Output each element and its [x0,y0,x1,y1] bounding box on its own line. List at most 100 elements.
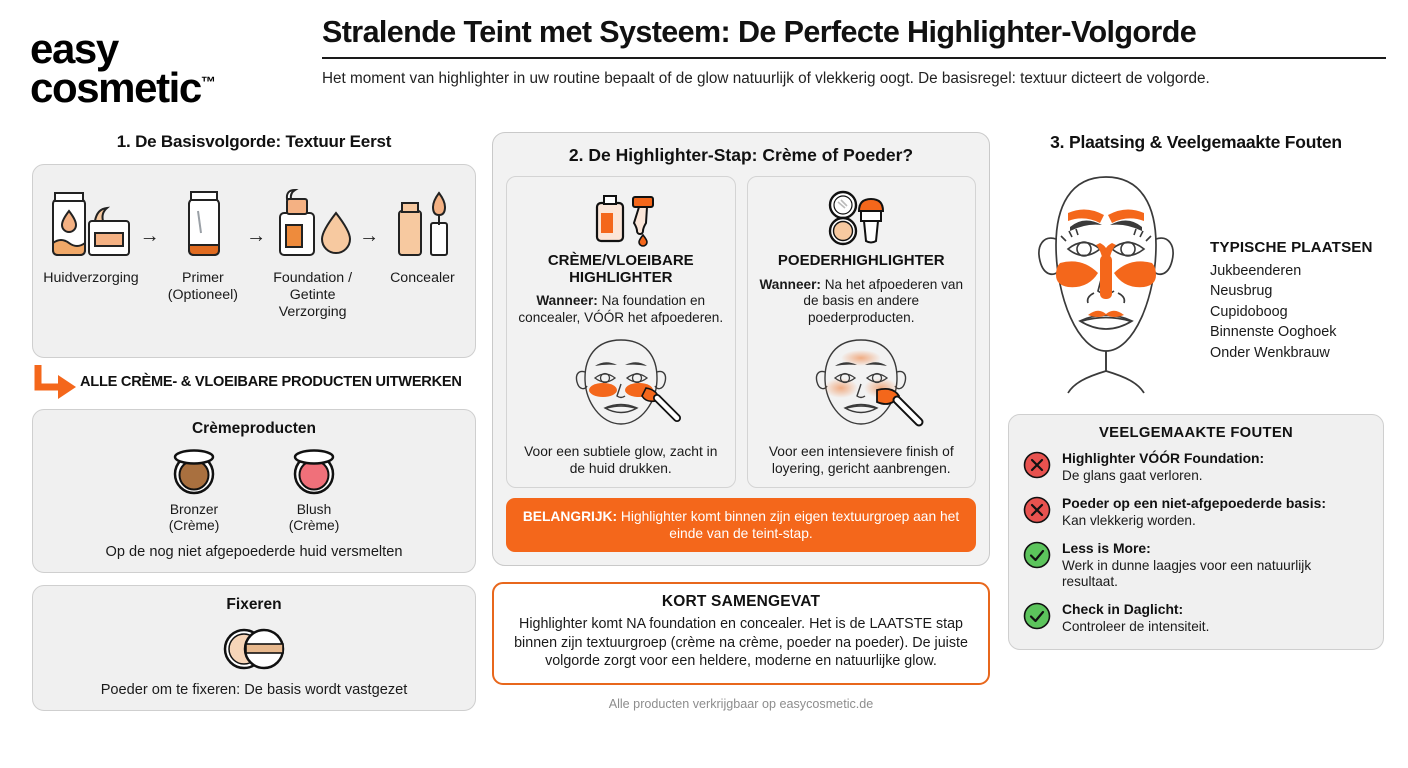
title-divider [322,56,1386,59]
typische-plaatsen: TYPISCHE PLAATSEN Jukbeenderen Neusbrug … [1210,165,1373,363]
mistake-item: Less is More: Werk in dunne laagjes voor… [1023,540,1369,590]
poeder-highlighter-caption: Voor een intensievere finish of loyering… [768,444,954,477]
creme-title-l1: CRÈME/VLOEIBARE [547,252,694,269]
primer-label-l1: Primer [182,270,224,286]
poeder-title-l1: POEDERHIGHLIGHTER [777,252,945,269]
mistake-head: Less is More: [1062,540,1151,556]
column1-heading: 1. De Basisvolgorde: Textuur Eerst [116,132,392,151]
flow-step-primer-label: Primer(Optioneel) [168,270,238,304]
creme-title-l2: HIGHLIGHTER [569,268,673,286]
cremeproducten-title: Crèmeproducten [191,420,317,437]
column2-heading: 2. De Highlighter-Stap: Crème of Poeder? [568,145,914,165]
brand-line-2: cosmetic™ [30,66,216,108]
mistake-text: Highlighter VÓÓR Foundation: De glans ga… [1062,450,1369,484]
fixeren-note: Poeder om te fixeren: De basis wordt vas… [100,681,408,698]
mistake-text: Poeder op een niet-afgepoederde basis: K… [1062,495,1369,529]
poeder-highlighter-title: POEDERHIGHLIGHTER [757,252,967,270]
cremeproducten-list: Bronzer(Crème) Blush(Crème) [45,444,463,534]
brand-logo: easy cosmetic™ [30,16,300,108]
brush-icon [640,387,681,423]
flow-step-skincare: Huidverzorging [43,179,139,287]
foundation-bottle-sponge-icon [268,179,358,261]
foundation-label-l2: Getinte [289,286,336,303]
mistake-desc: Controleer de intensiteit. [1062,619,1210,634]
page-title: Stralende Teint met Systeem: De Perfecte… [322,15,1197,49]
flow-arrow-2: → [246,225,267,247]
flow-step-concealer: Concealer [380,179,465,287]
belangrijk-text: Highlighter komt binnen zijn eigen textu… [617,508,960,541]
cremeproducten-card: Crèmeproducten Bronzer(Crème) [32,409,476,573]
placement-row: TYPISCHE PLAATSEN Jukbeenderen Neusbrug … [1008,165,1384,402]
bronzer-pot-icon [173,449,215,495]
uitwerken-callout-text: ALLE CRÈME- & VLOEIBARE PRODUCTEN UITWER… [80,374,462,390]
columns-container: 1. De Basisvolgorde: Textuur Eerst [0,132,1408,744]
product-blush-label: Blush(Crème) [289,502,340,534]
dropper-bottle-icon [516,187,726,249]
creme-when-label: Wanneer: [536,293,598,308]
product-bronzer: Bronzer(Crème) [166,444,222,534]
cremeproducten-note: Op de nog niet afgepoederde huid versmel… [105,543,403,560]
column-plaatsing-fouten: 3. Plaatsing & Veelgemaakte Fouten [994,132,1390,744]
bronzer-type: (Crème) [168,517,220,533]
mistake-item: Highlighter VÓÓR Foundation: De glans ga… [1023,450,1369,484]
kort-samengevat-title: KORT SAMENGEVAT [661,593,821,611]
typische-plaatsen-title: TYPISCHE PLAATSEN [1210,239,1373,256]
uitwerken-callout: ALLE CRÈME- & VLOEIBARE PRODUCTEN UITWER… [32,365,476,399]
face-powder-highlighter-brush-icon [757,332,967,436]
kort-samengevat-box: KORT SAMENGEVAT Highlighter komt NA foun… [492,582,990,685]
footer-note: Alle producten verkrijgbaar op easycosme… [608,696,874,711]
page-subtitle: Het moment van highlighter in uw routine… [322,69,1210,87]
header-text-block: Stralende Teint met Systeem: De Perfecte… [300,16,1386,88]
powder-compact-icon [45,626,463,672]
check-icon [1023,541,1051,569]
flow-step-skincare-label: Huidverzorging [43,270,139,286]
mistake-head: Highlighter VÓÓR Foundation: [1062,450,1265,466]
veelgemaakte-fouten-card: VEELGEMAAKTE FOUTEN Highlighter VÓÓR Fou… [1008,414,1384,651]
place-item: Neusbrug [1210,283,1273,300]
column-basisvolgorde: 1. De Basisvolgorde: Textuur Eerst [18,132,488,744]
foundation-label-l1: Foundation / [273,270,353,286]
fixeren-card: Fixeren Poeder om te fixeren: De basis w… [32,584,476,711]
elbow-arrow-icon [34,365,76,399]
flow-step-concealer-label: Concealer [390,270,455,286]
typische-plaatsen-list: Jukbeenderen Neusbrug Cupidoboog Binnens… [1210,261,1373,363]
product-bronzer-label: Bronzer(Crème) [169,502,220,534]
mistake-head: Poeder op een niet-afgepoederde basis: [1062,495,1326,511]
routine-flow: Huidverzorging → Primer(Option [43,179,465,320]
mistake-desc: Kan vlekkerig worden. [1062,512,1196,528]
column-highlighter-stap: 2. De Highlighter-Stap: Crème of Poeder? [488,132,994,744]
check-icon [1023,603,1051,630]
mistake-item: Poeder op een niet-afgepoederde basis: K… [1023,495,1369,529]
creme-highlighter-when: Wanneer: Na foundation en concealer, VÓÓ… [516,293,726,326]
mistake-text: Less is More: Werk in dunne laagjes voor… [1062,540,1369,590]
flow-step-primer: Primer(Optioneel) [160,179,245,304]
mistake-head: Check in Daglicht: [1062,601,1184,618]
face-cream-highlighter-brush-icon [516,332,726,436]
belangrijk-label: BELANGRIJK: [522,508,618,524]
kort-samengevat-body: Highlighter komt NA foundation en concea… [514,616,968,670]
face-highlight-zones-icon [1008,165,1204,402]
poeder-highlighter-card: POEDERHIGHLIGHTER Wanneer: Na het afpoed… [746,176,976,488]
highlighter-step-panel: 2. De Highlighter-Stap: Crème of Poeder? [492,132,990,567]
brush-icon [876,388,924,427]
header: easy cosmetic™ Stralende Teint met Syste… [0,0,1408,132]
primer-label-l2: (Optioneel) [167,286,238,303]
cross-icon [1023,496,1051,524]
cross-icon [1023,451,1051,479]
creme-when-text: Na foundation en concealer, VÓÓR het afp… [518,293,724,325]
place-item: Binnenste Ooghoek [1210,324,1337,341]
mistake-text: Check in Daglicht: Controleer de intensi… [1062,601,1369,635]
belangrijk-banner: BELANGRIJK: Highlighter komt binnen zijn… [506,497,976,553]
place-item: Cupidoboog [1210,303,1288,320]
trademark-symbol: ™ [200,73,216,91]
routine-flow-card: Huidverzorging → Primer(Option [32,164,476,358]
veelgemaakte-fouten-title: VEELGEMAAKTE FOUTEN [1099,425,1293,441]
concealer-wand-icon [391,179,453,261]
foundation-label-l3: Verzorging [278,303,347,320]
mistake-desc: De glans gaat verloren. [1062,467,1203,483]
